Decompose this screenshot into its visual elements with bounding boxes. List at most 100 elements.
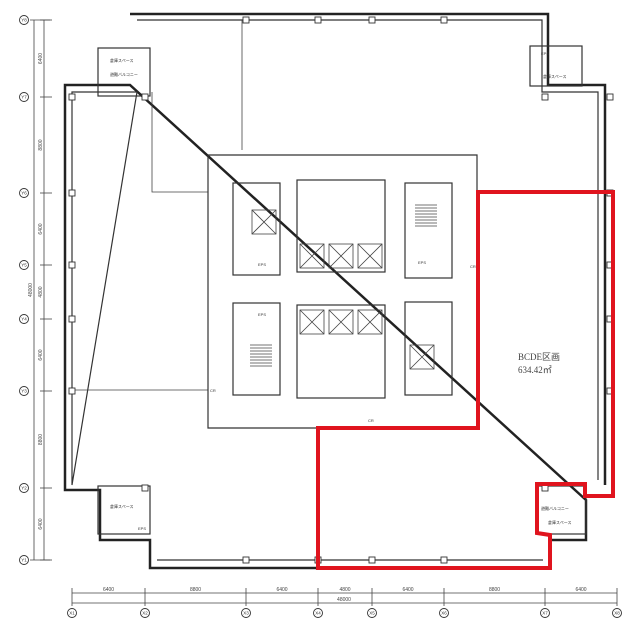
column (368, 16, 376, 24)
grid-label-x: X1 (69, 611, 75, 616)
grid-marker-y (19, 555, 29, 565)
column (314, 16, 322, 24)
elevator-shaft-cross (357, 309, 383, 335)
y-span-label: 8800 (38, 139, 44, 150)
y-span-label: 8800 (38, 434, 44, 445)
grid-marker-x (540, 608, 550, 618)
grid-label-x: X4 (315, 611, 321, 616)
x-span-label: 6400 (103, 587, 114, 593)
annex-top-left: 倉庫スペース 避難バルコニー (97, 47, 151, 97)
x-total-label: 48000 (337, 597, 351, 603)
elevator-shaft (328, 309, 354, 335)
room-label: 倉庫スペース (548, 519, 572, 525)
column (141, 484, 149, 492)
grid-label-y: Y2 (21, 486, 27, 491)
grid-marker-x (140, 608, 150, 618)
grid-label-y: Y5 (21, 263, 27, 268)
room-label: 倉庫スペース (110, 57, 134, 63)
elevator-shaft-cross (357, 243, 383, 269)
grid-marker-y (19, 188, 29, 198)
column (242, 556, 250, 564)
elevator-shaft (299, 309, 325, 335)
grid-marker-y (19, 386, 29, 396)
elevator-shaft-cross (251, 209, 277, 235)
grid-label-y: Y8 (21, 18, 27, 23)
left-dimension: 6400 8800 6400 4800 6400 8800 6400 48000 (28, 19, 52, 561)
room-label: EPS (258, 312, 266, 317)
elevator-shaft-cross (299, 243, 325, 269)
column (68, 261, 76, 269)
x-span-label: 6400 (276, 587, 287, 593)
grid-label-y: Y3 (21, 389, 27, 394)
grid-label-y: Y4 (21, 317, 27, 322)
grid-marker-x (313, 608, 323, 618)
x-span-label: 4800 (339, 587, 350, 593)
grid-label-x: X8 (614, 611, 620, 616)
grid-marker-x (439, 608, 449, 618)
cr-label: CR (470, 264, 476, 269)
y-total-label: 48000 (28, 283, 34, 297)
grid-marker-x (241, 608, 251, 618)
room-label: 倉庫スペース (543, 73, 567, 79)
interior-wall-line (71, 19, 599, 561)
grid-label-x: X2 (142, 611, 148, 616)
y-span-label: 6400 (38, 518, 44, 529)
room-label: EPS (418, 260, 426, 265)
column (440, 556, 448, 564)
y-span-label: 6400 (38, 223, 44, 234)
elevator-shaft (357, 309, 383, 335)
grid-marker-y (19, 314, 29, 324)
grid-label-y: Y7 (21, 95, 27, 100)
partition (72, 20, 243, 391)
cr-label: CR (368, 418, 374, 423)
column (68, 315, 76, 323)
y-span-label: 6400 (38, 53, 44, 64)
grid-label-x: X5 (369, 611, 375, 616)
grid-marker-x (67, 608, 77, 618)
grid-label-x: X7 (542, 611, 548, 616)
elevator-shaft (328, 243, 354, 269)
grid-label-y: Y6 (21, 191, 27, 196)
grid-marker-x (612, 608, 622, 618)
columns (68, 16, 614, 564)
column (68, 189, 76, 197)
room-label: 倉庫スペース (110, 503, 134, 509)
elevator-shaft (357, 243, 383, 269)
x-span-label: 8800 (489, 587, 500, 593)
exterior-wall (63, 12, 607, 570)
grid-marker-y (19, 483, 29, 493)
section-area: 634.42㎡ (518, 365, 552, 375)
room-label: EPS (138, 526, 146, 531)
grid-marker-y (19, 15, 29, 25)
elevator-shaft (299, 243, 325, 269)
y-span-label: 6400 (38, 349, 44, 360)
y-span-label: 4800 (38, 286, 44, 297)
elevator-shaft-cross (299, 309, 325, 335)
highlighted-section-outline[interactable] (316, 190, 615, 570)
room-label: EPS (541, 51, 549, 56)
elevator-shaft (251, 209, 277, 235)
section-name: BCDE区画 (518, 352, 560, 362)
grid-marker-x (367, 608, 377, 618)
grid-marker-y (19, 92, 29, 102)
x-span-label: 6400 (575, 587, 586, 593)
room-label: EPS (258, 262, 266, 267)
annex-bottom-left: 倉庫スペース EPS (97, 485, 151, 535)
room-label: 避難バルコニー (110, 71, 138, 77)
grid-label-x: X3 (243, 611, 249, 616)
column (141, 93, 149, 101)
room-label: 避難バルコニー (541, 505, 569, 511)
grid-label-x: X6 (441, 611, 447, 616)
cr-label: CR (210, 388, 216, 393)
column (368, 556, 376, 564)
building-core: CR CR CR EPS EPS EPS (207, 154, 478, 429)
column (68, 387, 76, 395)
column (541, 93, 549, 101)
elevator-shaft-cross (328, 243, 354, 269)
elevator-shaft-cross (328, 309, 354, 335)
x-span-label: 8800 (190, 587, 201, 593)
column (242, 16, 250, 24)
column (606, 93, 614, 101)
elevator-shaft-cross (409, 344, 435, 370)
